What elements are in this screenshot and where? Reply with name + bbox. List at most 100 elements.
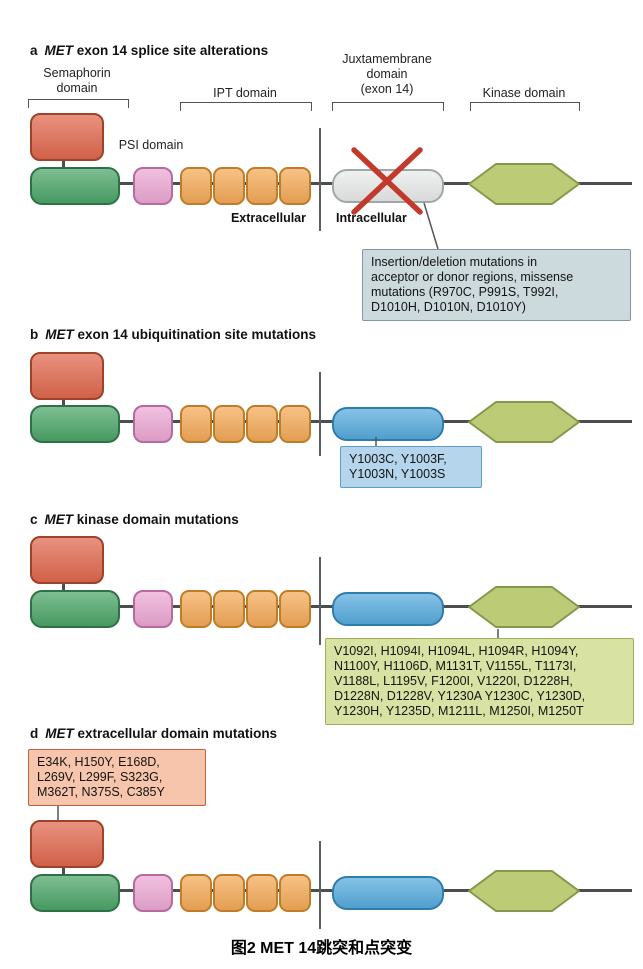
splice-site-mutations-note: Insertion/deletion mutations in acceptor… <box>362 249 631 321</box>
panel-a-gene: MET <box>44 43 74 58</box>
ubiquitination-mutations-note: Y1003C, Y1003F, Y1003N, Y1003S <box>340 446 482 488</box>
label-line-2: domain <box>366 67 408 81</box>
semaphorin-alpha-shape <box>30 113 104 161</box>
panel-b-letter: b <box>30 327 39 342</box>
note-line-2: N1100Y, H1106D, M1131T, V1155L, T1173I, <box>334 659 577 673</box>
psi-domain-shape <box>133 874 173 912</box>
membrane-divider-line <box>319 841 321 929</box>
juxtamembrane-bracket <box>332 102 444 111</box>
kinase-domain-shape <box>468 869 580 913</box>
panel-c-letter: c <box>30 512 38 527</box>
ipt-domain-1-shape <box>180 874 212 912</box>
panel-d-letter: d <box>30 726 39 741</box>
label-line-1: Juxtamembrane <box>342 52 432 66</box>
semaphorin-beta-shape <box>30 874 120 912</box>
psi-domain-shape <box>133 167 173 205</box>
protein-backbone-line <box>30 605 632 608</box>
extracellular-label: Extracellular <box>230 211 306 225</box>
semaphorin-beta-shape <box>30 167 120 205</box>
panel-a-title: a MET exon 14 splice site alterations <box>30 43 268 58</box>
panel-d-title-text: extracellular domain mutations <box>77 726 278 741</box>
note-line-1: V1092I, H1094I, H1094L, H1094R, H1094Y, <box>334 644 579 658</box>
panel-b-title: b MET exon 14 ubiquitination site mutatio… <box>30 327 316 342</box>
juxtamembrane-domain-label: Juxtamembrane domain (exon 14) <box>330 52 444 97</box>
panel-c-gene: MET <box>44 512 74 527</box>
ipt-domain-3-shape <box>246 167 278 205</box>
label-line-1: Semaphorin <box>43 66 111 80</box>
psi-domain-shape <box>133 590 173 628</box>
juxtamembrane-domain-shape <box>332 592 444 626</box>
semaphorin-beta-shape <box>30 405 120 443</box>
figure-caption: 图2 MET 14跳突和点突变 <box>230 940 413 957</box>
ipt-domain-2-shape <box>213 167 245 205</box>
ipt-domain-4-shape <box>279 590 311 628</box>
note-line-1: E34K, H150Y, E168D, <box>37 755 160 769</box>
juxtamembrane-domain-shape <box>332 407 444 441</box>
psi-domain-label: PSI domain <box>118 138 184 152</box>
membrane-divider-line <box>319 128 321 231</box>
note-line-1: Y1003C, Y1003F, <box>349 452 447 466</box>
domain-connector-line <box>62 155 65 169</box>
panel-b-title-text: exon 14 ubiquitination site mutations <box>77 327 317 342</box>
semaphorin-bracket <box>28 99 129 108</box>
domain-connector-line <box>62 578 65 592</box>
ipt-domain-1-shape <box>180 590 212 628</box>
note-line-2: acceptor or donor regions, missense <box>371 270 574 284</box>
note-line-5: Y1230H, Y1235D, M1211L, M1250I, M1250T <box>334 704 584 718</box>
ipt-domain-4-shape <box>279 167 311 205</box>
note-line-2: Y1003N, Y1003S <box>349 467 446 481</box>
ipt-domain-4-shape <box>279 405 311 443</box>
panel-c-title-text: kinase domain mutations <box>76 512 239 527</box>
note-line-1: Insertion/deletion mutations in <box>371 255 538 269</box>
panel-d-gene: MET <box>45 726 74 741</box>
semaphorin-alpha-shape <box>30 536 104 584</box>
label-line-3: (exon 14) <box>360 82 414 96</box>
panel-a-title-text: exon 14 splice site alterations <box>76 43 269 58</box>
membrane-divider-line <box>319 372 321 456</box>
ipt-domain-3-shape <box>246 590 278 628</box>
kinase-domain-shape <box>468 162 580 206</box>
ipt-domain-3-shape <box>246 874 278 912</box>
ipt-domain-2-shape <box>213 405 245 443</box>
note-line-4: D1228N, D1228V, Y1230A Y1230C, Y1230D, <box>334 689 586 703</box>
domain-connector-line <box>62 862 65 876</box>
semaphorin-domain-label: Semaphorin domain <box>22 66 132 96</box>
note-line-2: L269V, L299F, S323G, <box>37 770 163 784</box>
membrane-divider-line <box>319 557 321 645</box>
kinase-domain-label: Kinase domain <box>482 86 566 100</box>
semaphorin-beta-shape <box>30 590 120 628</box>
ipt-domain-3-shape <box>246 405 278 443</box>
ipt-domain-4-shape <box>279 874 311 912</box>
panel-d-title: d MET extracellular domain mutations <box>30 726 277 741</box>
label-line-2: domain <box>56 81 98 95</box>
protein-backbone-line <box>30 420 632 423</box>
note-line-3: V1188L, L1195V, F1200I, V1220I, D1228H, <box>334 674 573 688</box>
ipt-bracket <box>180 102 312 111</box>
kinase-mutations-note: V1092I, H1094I, H1094L, H1094R, H1094Y, … <box>325 638 634 725</box>
panel-c-title: c MET kinase domain mutations <box>30 512 239 527</box>
ipt-domain-1-shape <box>180 405 212 443</box>
psi-domain-shape <box>133 405 173 443</box>
ipt-domain-2-shape <box>213 590 245 628</box>
panel-a-letter: a <box>30 43 38 58</box>
ipt-domain-2-shape <box>213 874 245 912</box>
note-line-3: mutations (R970C, P991S, T992I, <box>371 285 559 299</box>
protein-backbone-line <box>30 182 632 185</box>
note-line-4: D1010H, D1010N, D1010Y) <box>371 300 526 314</box>
panel-b-gene: MET <box>45 327 74 342</box>
kinase-domain-shape <box>468 400 580 444</box>
juxtamembrane-domain-shape <box>332 876 444 910</box>
kinase-bracket <box>470 102 580 111</box>
semaphorin-alpha-shape <box>30 820 104 868</box>
ipt-domain-1-shape <box>180 167 212 205</box>
ipt-domain-label: IPT domain <box>213 86 277 100</box>
domain-connector-line <box>62 394 65 407</box>
semaphorin-alpha-shape <box>30 352 104 400</box>
extracellular-mutations-note: E34K, H150Y, E168D, L269V, L299F, S323G,… <box>28 749 206 806</box>
kinase-domain-shape <box>468 585 580 629</box>
note-line-3: M362T, N375S, C385Y <box>37 785 165 799</box>
